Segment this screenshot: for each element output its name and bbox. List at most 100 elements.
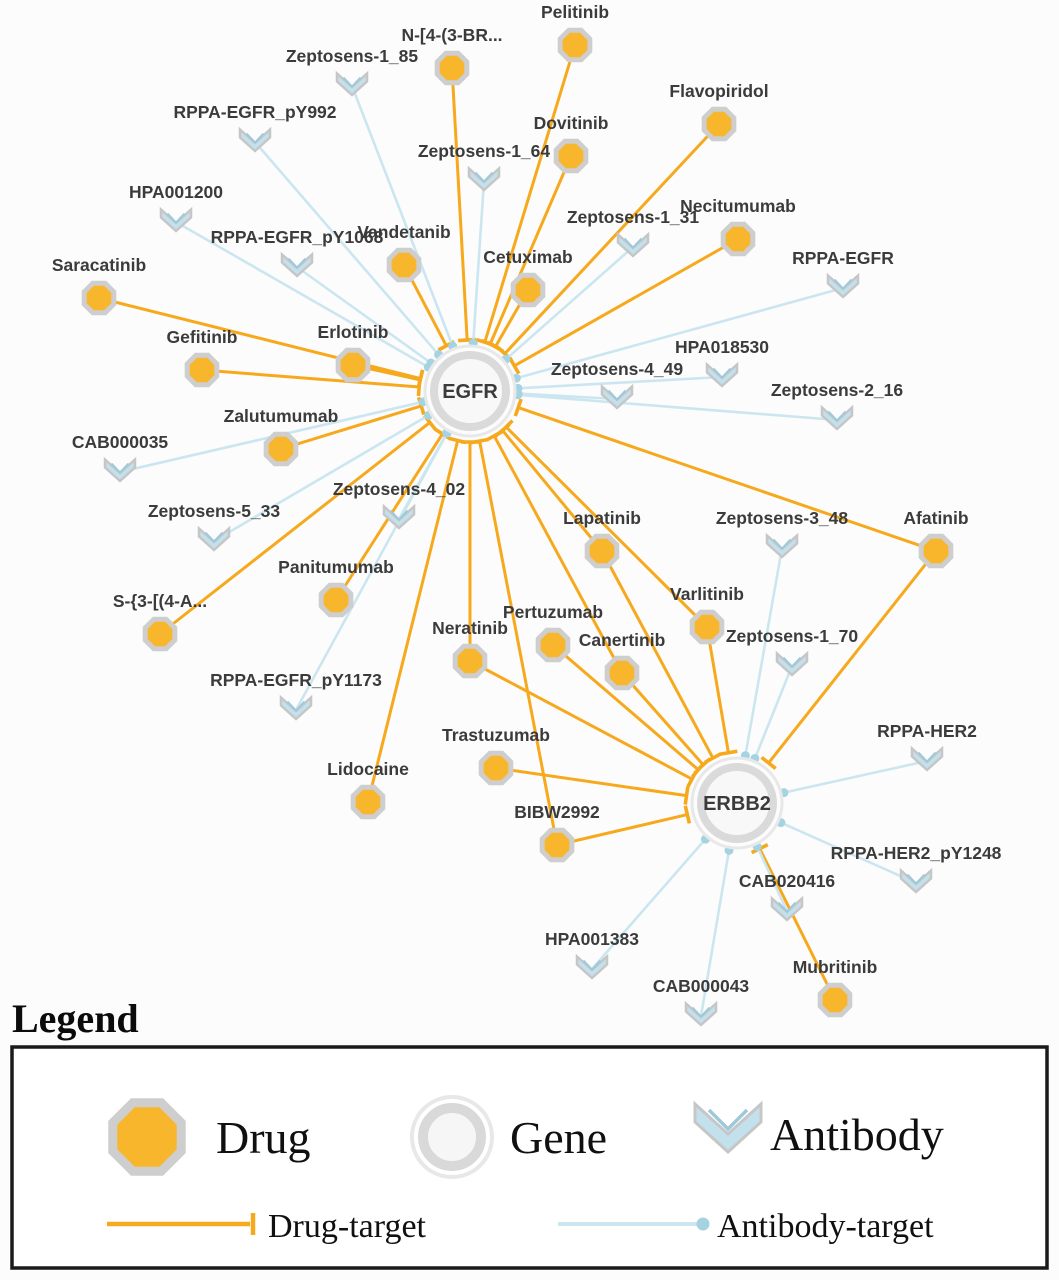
antibody-node-rppa-egfr-py1173: RPPA-EGFR_pY1173	[210, 670, 382, 721]
drug-octagon-icon	[817, 982, 853, 1018]
drug-octagon-icon	[318, 582, 354, 618]
inhibition-tbar-icon	[485, 430, 503, 442]
edge-drug-target-n-4-3-br-egfr	[450, 67, 477, 343]
antibody-chevron-icon	[467, 165, 501, 192]
antibody-chevron-icon-inner	[827, 410, 847, 422]
drug-node-erlotinib: Erlotinib	[318, 322, 388, 383]
drug-label: Gefitinib	[167, 327, 238, 347]
inhibition-tbar-icon	[513, 398, 523, 417]
inhibition-tbar-icon	[683, 805, 692, 824]
drug-node-lidocaine: Lidocaine	[327, 759, 409, 820]
drug-node-s-3-4-a: S-{3-[(4-A...	[113, 591, 207, 652]
drug-octagon-icon	[350, 784, 386, 820]
edge-drug-target-trastuzumab-erbb2	[495, 766, 690, 805]
edge-antibody-target-hpa018530-egfr	[513, 375, 723, 393]
legend-title: Legend	[12, 996, 139, 1041]
drug-octagon-icon	[184, 352, 220, 388]
gene-circle-icon	[690, 756, 784, 850]
antibody-label: HPA001383	[545, 929, 639, 949]
antibody-node-hpa018530: HPA018530	[675, 337, 769, 388]
antibody-node-zeptosens-1-64: Zeptosens-1_64	[418, 141, 550, 192]
legend-antibody-target-dot	[696, 1217, 710, 1231]
drug-label: Afatinib	[903, 508, 968, 528]
antibody-label: Zeptosens-1_31	[567, 207, 700, 227]
inhibition-tbar-icon	[760, 755, 777, 770]
antibody-label: HPA001200	[129, 182, 223, 202]
antibody-chevron-icon-inner	[772, 538, 792, 550]
antibody-node-zeptosens-1-85: Zeptosens-1_85	[286, 46, 418, 97]
drug-node-flavopiridol: Flavopiridol	[669, 81, 769, 142]
antibody-chevron-icon	[238, 126, 272, 153]
drug-octagon-icon	[386, 247, 422, 283]
drug-node-mubritinib: Mubritinib	[793, 957, 878, 1018]
drug-octagon-icon	[452, 643, 488, 679]
drug-node-cetuximab: Cetuximab	[483, 247, 573, 308]
antibody-chevron-icon	[899, 867, 933, 894]
antibody-label: RPPA-EGFR_pY1173	[210, 670, 382, 690]
antibody-node-zeptosens-4-02: Zeptosens-4_02	[333, 479, 466, 530]
drug-node-trastuzumab: Trastuzumab	[442, 725, 550, 786]
antibody-label: RPPA-HER2_pY1248	[831, 843, 1002, 863]
antibody-node-zeptosens-4-49: Zeptosens-4_49	[551, 359, 683, 410]
drug-label: S-{3-[(4-A...	[113, 591, 207, 611]
gene-circle-icon	[423, 344, 517, 438]
edge-drug-target-canertinib-egfr	[485, 430, 624, 674]
edge-drug-target-varlitinib-erbb2	[705, 626, 738, 757]
drug-label: Mubritinib	[793, 957, 878, 977]
drug-octagon-icon	[263, 431, 299, 467]
drug-node-canertinib: Canertinib	[579, 630, 665, 691]
antibody-label: Zeptosens-3_48	[716, 508, 849, 528]
drug-node-gefitinib: Gefitinib	[167, 327, 238, 388]
antibody-chevron-icon	[335, 70, 369, 97]
edge-drug-target-afatinib-egfr	[513, 398, 937, 553]
drug-label: Pertuzumab	[503, 602, 603, 622]
antibody-chevron-icon-inner	[782, 656, 802, 668]
drug-label: Dovitinib	[534, 113, 609, 133]
antibody-chevron-icon	[910, 745, 944, 772]
drug-octagon-icon	[557, 27, 593, 63]
antibody-node-zeptosens-2-16: Zeptosens-2_16	[771, 380, 904, 431]
antibody-label: Zeptosens-2_16	[771, 380, 904, 400]
drug-node-afatinib: Afatinib	[903, 508, 969, 569]
antibody-chevron-icon-inner	[777, 901, 797, 913]
drug-octagon-icon	[335, 347, 371, 383]
gene-node-erbb2: ERBB2	[690, 756, 784, 850]
inhibition-tbar-icon	[416, 370, 424, 390]
antibody-chevron-icon	[280, 251, 314, 278]
gene-label: EGFR	[442, 381, 498, 403]
drug-octagon-icon	[918, 533, 954, 569]
edges-layer	[98, 44, 938, 1017]
antibody-node-rppa-her2-py1248: RPPA-HER2_pY1248	[831, 843, 1002, 894]
drug-octagon-icon	[553, 138, 589, 174]
drug-label: Vandetanib	[357, 222, 450, 242]
antibody-chevron-icon-inner	[286, 700, 306, 712]
drug-octagon-icon	[142, 616, 178, 652]
drug-octagon-icon	[539, 827, 575, 863]
legend-gene-ring-icon	[410, 1095, 494, 1179]
drug-node-bibw2992: BIBW2992	[514, 802, 600, 863]
antibody-chevron-icon-inner	[917, 751, 937, 763]
drug-label: N-[4-(3-BR...	[401, 25, 502, 45]
drug-node-neratinib: Neratinib	[432, 618, 508, 679]
antibody-chevron-icon	[616, 231, 650, 258]
gene-node-egfr: EGFR	[423, 344, 517, 438]
antibody-node-rppa-egfr-py1068: RPPA-EGFR_pY1068	[211, 227, 384, 278]
edge-antibody-target-zeptosens-1-64-egfr	[468, 180, 486, 348]
drug-node-necitumumab: Necitumumab	[680, 196, 796, 257]
drug-node-pertuzumab: Pertuzumab	[503, 602, 603, 663]
edge-drug-target-canertinib-erbb2	[620, 672, 712, 773]
legend-drug-octagon-icon	[108, 1098, 186, 1176]
legend-drug-label: Drug	[216, 1112, 311, 1163]
drug-label: Zalutumumab	[224, 406, 339, 426]
antibody-chevron-icon-inner	[474, 171, 494, 183]
antibody-chevron-icon-inner	[287, 257, 307, 269]
inhibition-tbar-icon	[508, 357, 521, 375]
drug-node-n-4-3-br: N-[4-(3-BR...	[401, 25, 503, 86]
antibody-label: Zeptosens-4_02	[333, 479, 466, 499]
inhibition-tbar-icon	[719, 749, 738, 757]
legend-gene-ring-icon-inner	[418, 1103, 486, 1171]
antibody-label: Zeptosens-1_70	[726, 626, 859, 646]
antibody-chevron-icon-inner	[582, 959, 602, 971]
antibody-chevron-icon-inner	[204, 531, 224, 543]
legend-drug-target-label: Drug-target	[268, 1208, 427, 1245]
